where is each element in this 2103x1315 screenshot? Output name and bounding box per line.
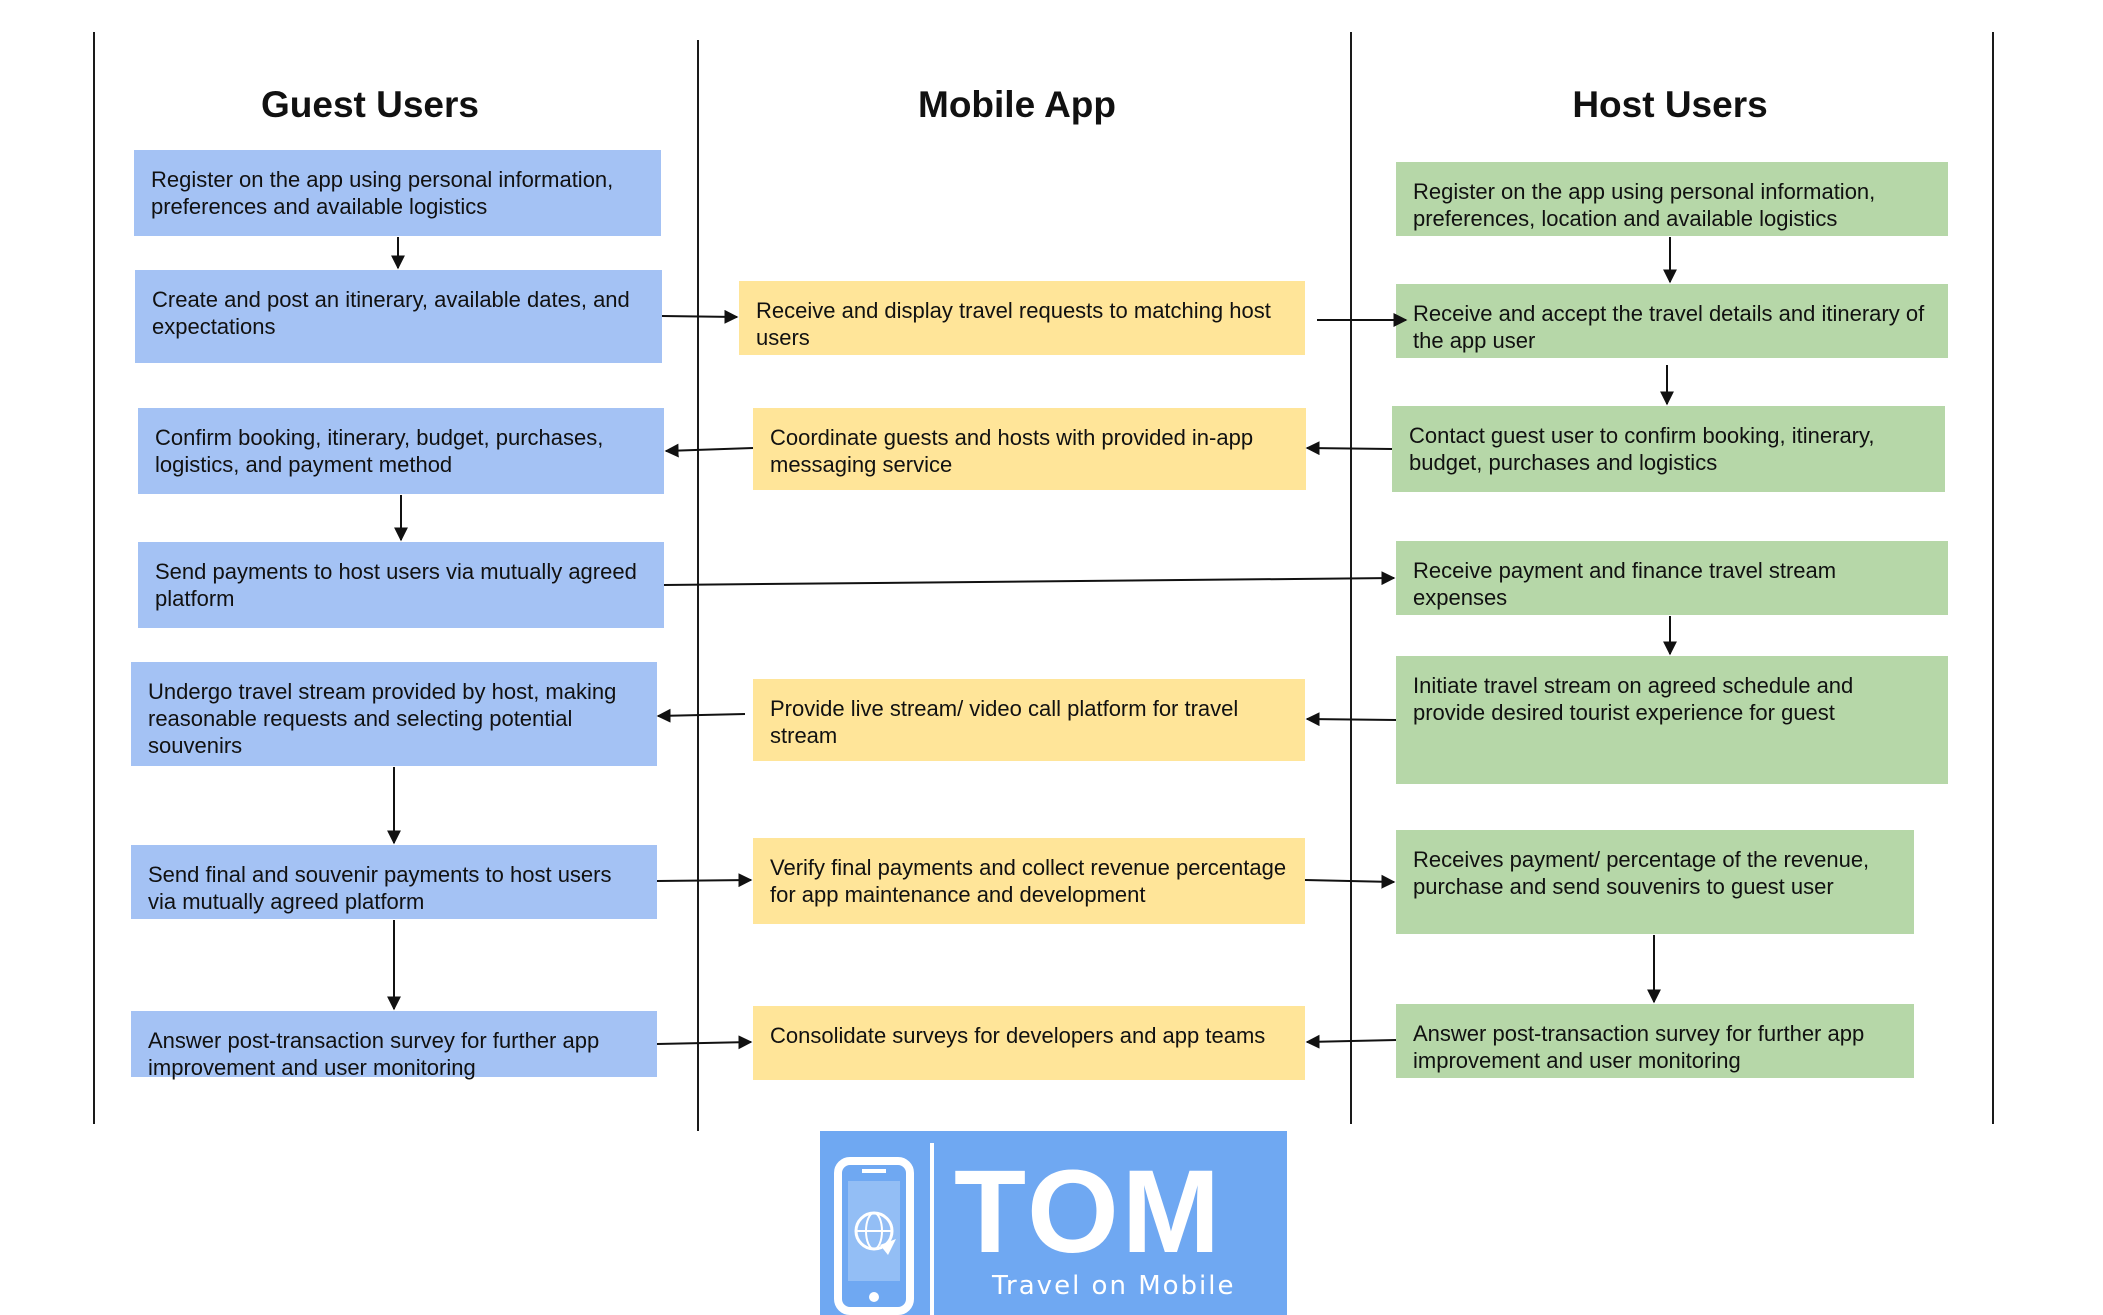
app-step-verify-payments: Verify final payments and collect revenu… [753, 838, 1305, 924]
host-step-accept-details: Receive and accept the travel details an… [1396, 284, 1948, 358]
lane-title-guest: Guest Users [261, 84, 479, 125]
guest-step-survey: Answer post-transaction survey for furth… [131, 1011, 657, 1080]
lane-divider-app-host [1350, 32, 1352, 1124]
host-step-contact-guest: Contact guest user to confirm booking, i… [1392, 406, 1945, 492]
guest-step-post-itinerary: Create and post an itinerary, available … [135, 270, 662, 363]
tom-logo: TOM Travel on Mobile [820, 1131, 1287, 1315]
logo-wordmark: TOM [954, 1146, 1224, 1278]
lane-divider-guest-app [697, 40, 699, 1131]
guest-step-register: Register on the app using personal infor… [134, 150, 661, 236]
lane-divider-left [93, 32, 95, 1124]
guest-step-final-payments: Send final and souvenir payments to host… [131, 845, 657, 919]
app-step-consolidate-surveys: Consolidate surveys for developers and a… [753, 1006, 1305, 1080]
arrow-app-to-guest-stream [656, 708, 746, 723]
app-step-live-stream: Provide live stream/ video call platform… [753, 679, 1305, 761]
host-step-survey: Answer post-transaction survey for furth… [1396, 1004, 1914, 1078]
host-step-initiate-stream: Initiate travel stream on agreed schedul… [1396, 656, 1948, 784]
guest-step-send-payments: Send payments to host users via mutually… [138, 542, 664, 628]
arrow-guest-survey-to-app [656, 1035, 753, 1050]
arrow-guest-post-to-app [661, 309, 739, 324]
host-step-register: Register on the app using personal infor… [1396, 162, 1948, 236]
lane-title-host: Host Users [1572, 84, 1768, 125]
arrow-guest-final-to-app [656, 873, 753, 888]
arrow-guest-pay-to-host [663, 571, 1396, 586]
lane-title-app: Mobile App [918, 84, 1116, 125]
app-step-display-requests: Receive and display travel requests to m… [739, 281, 1305, 355]
host-step-send-souvenirs: Receives payment/ percentage of the reve… [1396, 830, 1914, 934]
logo-divider [930, 1143, 934, 1315]
phone-globe-icon [834, 1157, 914, 1315]
arrow-app-to-guest-confirm [664, 443, 754, 458]
host-step-receive-payment: Receive payment and finance travel strea… [1396, 541, 1948, 615]
logo-tagline: Travel on Mobile [992, 1271, 1236, 1301]
guest-step-travel-stream: Undergo travel stream provided by host, … [131, 662, 657, 766]
guest-step-confirm-booking: Confirm booking, itinerary, budget, purc… [138, 408, 664, 494]
lane-divider-right [1992, 32, 1994, 1124]
app-step-messaging: Coordinate guests and hosts with provide… [753, 408, 1306, 490]
